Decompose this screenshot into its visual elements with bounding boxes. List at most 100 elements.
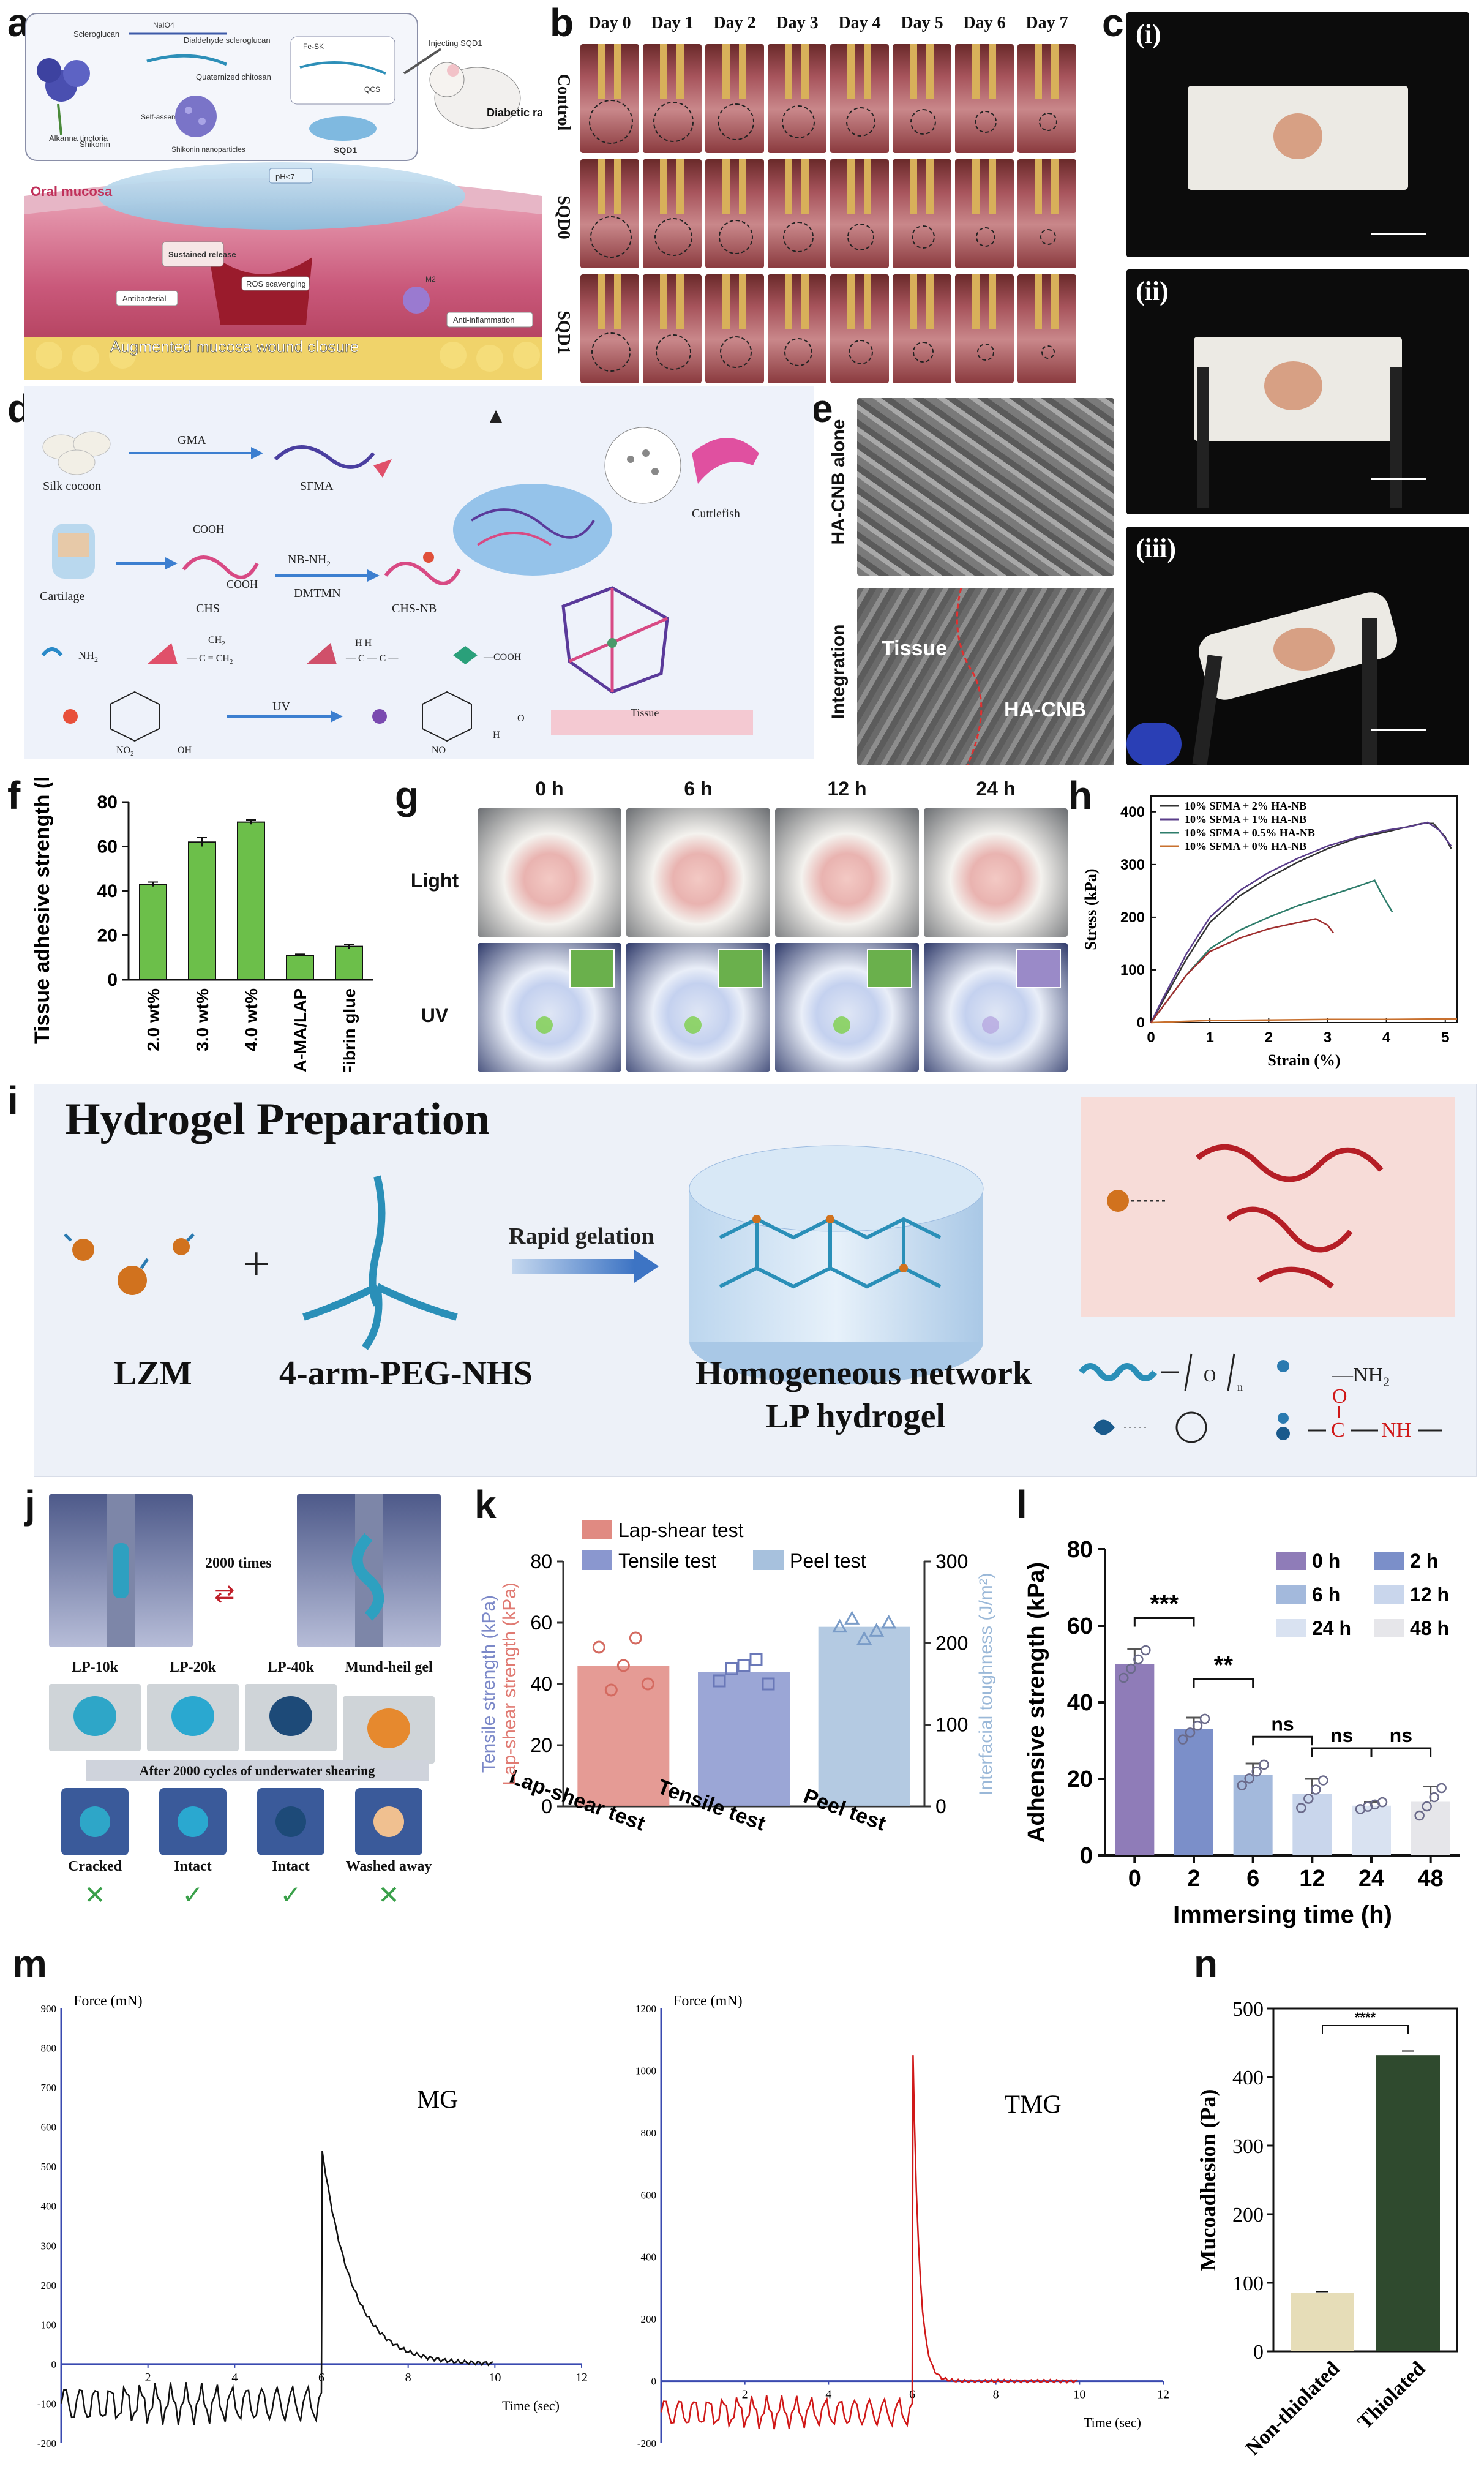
- label: — C = CH: [186, 653, 230, 664]
- bar: [1233, 1775, 1273, 1855]
- incisor-shape: [972, 274, 980, 329]
- data-point: [1414, 1810, 1425, 1821]
- swap-arrows-icon: ⇄: [214, 1580, 235, 1607]
- wound-photo: [1017, 159, 1076, 268]
- y-tick-label: 0: [51, 2359, 57, 2370]
- wound-outline: [590, 216, 632, 258]
- panel-letter-f: f: [7, 773, 21, 817]
- y-axis-label: Force (mN): [73, 1993, 143, 2009]
- incisor-shape: [722, 44, 730, 99]
- incisor-shape: [910, 44, 917, 99]
- result-photo: [159, 1788, 227, 1855]
- data-point: [1318, 1775, 1328, 1786]
- result-label: Washed away: [345, 1858, 432, 1874]
- y-tick-label: 400: [1232, 2067, 1264, 2089]
- y-axis-label: Force (mN): [673, 1993, 743, 2009]
- x-tick-label: 2: [742, 2388, 748, 2402]
- result-label: Intact: [174, 1858, 212, 1874]
- shear-device-photo-1: [49, 1494, 193, 1647]
- legend-swatch: [1276, 1585, 1306, 1604]
- svg-text:CH2: CH2: [208, 635, 225, 647]
- legend-label: 10% SFMA + 0% HA-NB: [1185, 840, 1306, 852]
- data-point: [856, 1631, 872, 1645]
- x-tick-label: 0: [1147, 1029, 1155, 1046]
- wound-outline: [975, 111, 997, 133]
- label: CH: [208, 635, 222, 645]
- bar: [1291, 2293, 1354, 2351]
- incisor-shape: [722, 159, 730, 214]
- y-tick-label: 100: [1232, 2272, 1264, 2295]
- y-tick-label: 60: [1067, 1614, 1093, 1639]
- data-point: [1251, 1766, 1262, 1777]
- legend-swatch: [582, 1520, 612, 1539]
- sem-label: HA-CNB: [1004, 698, 1087, 721]
- hydrogel-label: LP hydrogel: [766, 1397, 946, 1435]
- x-tick-label: Non-thiolated: [1242, 2357, 1344, 2460]
- panel-e-sem: HA-CNB alone Integration Tissue HA-CNB: [820, 392, 1114, 772]
- panel-a-schematic: Alkanna tinctoria Shikonin Scleroglucan …: [24, 12, 553, 380]
- y-tick-label: 400: [641, 2252, 657, 2263]
- gel-remnant: [178, 1806, 208, 1837]
- x-tick-label: 10: [1073, 2388, 1085, 2402]
- x-axis-label: Immersing time (h): [1173, 1901, 1392, 1928]
- incisor-shape: [598, 159, 605, 214]
- mouse-photo: [775, 808, 919, 937]
- label: 2: [230, 658, 233, 666]
- y-axis-label-right: Interfacial toughness (J/m²): [976, 1572, 996, 1795]
- label: Shikonin nanoparticles: [171, 145, 245, 154]
- hydrogel-cylinder-icon: [689, 1145, 984, 1384]
- bar: [335, 945, 363, 980]
- legend-swatch: [1374, 1552, 1404, 1570]
- significance-bracket: [1252, 1735, 1313, 1746]
- y-tick-label: 400: [41, 2201, 57, 2212]
- label: COOH: [227, 578, 258, 590]
- panel-letter-i: i: [7, 1078, 18, 1122]
- wound-outline: [589, 100, 633, 144]
- label: Alkanna tinctoria: [49, 133, 108, 143]
- wound-outline: [784, 338, 812, 366]
- incisor-shape: [660, 44, 667, 99]
- bar: [286, 955, 314, 980]
- panel-letter-c: c: [1102, 1, 1124, 45]
- data-point: [629, 1631, 642, 1645]
- label: NO: [116, 745, 130, 756]
- significance-bracket: [1370, 1747, 1432, 1757]
- wound-photo: [705, 44, 764, 153]
- check-icon: ✓: [182, 1880, 204, 1909]
- panel-d-illustration: Silk cocoon GMA SFMA Cartilage COOH COOH…: [24, 386, 814, 759]
- wound-photo: [830, 274, 889, 383]
- wound-photo: [955, 159, 1014, 268]
- data-point: [641, 1677, 654, 1691]
- incisor-shape: [1051, 44, 1059, 99]
- label: DMTMN: [294, 587, 341, 600]
- y-tick-label: 0: [1080, 1843, 1093, 1869]
- legend-swatch: [753, 1550, 784, 1570]
- incisor-shape: [926, 159, 934, 214]
- incisor-shape: [660, 274, 667, 329]
- mouse-photo: [775, 943, 919, 1072]
- y-tick-label-right: 300: [935, 1550, 968, 1572]
- result-label: Cracked: [68, 1858, 122, 1874]
- wound-photo: [955, 274, 1014, 383]
- series-line: [1150, 821, 1452, 1023]
- x-tick-label: 48: [1418, 1866, 1444, 1892]
- incisor-shape: [1035, 274, 1042, 329]
- day-header: Day 5: [901, 13, 943, 32]
- time-header: 0 h: [535, 778, 564, 800]
- wound-outline: [1039, 113, 1057, 131]
- day-header: Day 2: [713, 13, 756, 32]
- y-tick-label: 200: [641, 2313, 657, 2325]
- significance-bracket: [1311, 1747, 1373, 1757]
- incisor-shape: [739, 159, 746, 214]
- panel-letter-b: b: [550, 1, 574, 45]
- peg-label: 4-arm-PEG-NHS: [279, 1354, 533, 1392]
- incisor-shape: [722, 274, 730, 329]
- alkanna-flower-icon: [37, 58, 90, 135]
- incisor-shape: [926, 44, 934, 99]
- x-tick-label: 2.0 wt%: [144, 988, 163, 1051]
- y-tick-label: 20: [1067, 1767, 1093, 1792]
- mouse-photo: [478, 943, 621, 1072]
- mouse-photo: [924, 943, 1068, 1072]
- day-header: Day 1: [651, 13, 694, 32]
